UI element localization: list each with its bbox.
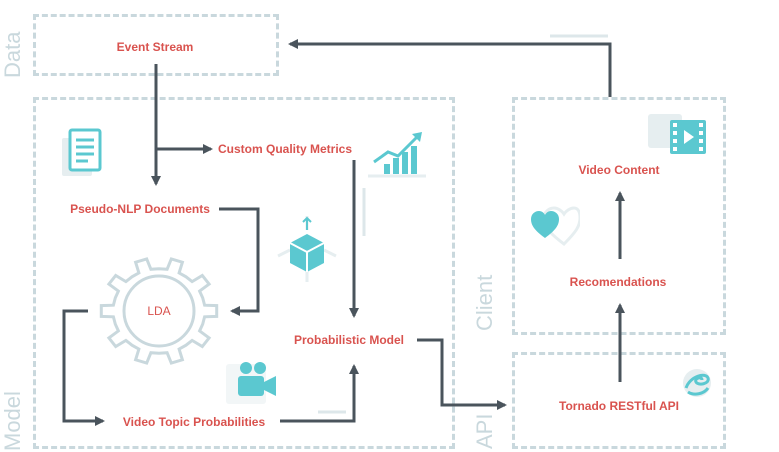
video-content-node: Video Content (578, 163, 660, 177)
film-icon (648, 114, 706, 154)
heart-icon (531, 206, 580, 246)
growth-chart-icon (368, 132, 426, 178)
gear-icon (99, 257, 219, 365)
custom-quality-metrics-node: Custom Quality Metrics (217, 142, 353, 156)
video-camera-icon (226, 362, 276, 404)
video-topic-probabilities-node: Video Topic Probabilities (122, 415, 266, 429)
arrow-model-to-api (417, 338, 507, 410)
probabilistic-model-node: Probabilistic Model (293, 333, 405, 347)
model-section-box (33, 97, 455, 449)
arrow-topics-to-model (280, 364, 359, 423)
cube-icon (277, 216, 337, 282)
tornado-icon (683, 369, 711, 397)
documents-icon (62, 128, 102, 176)
event-stream-node: Event Stream (116, 40, 194, 54)
lda-label: LDA (147, 304, 171, 318)
arrow-lda-to-topics (62, 309, 105, 426)
recommendations-node: Recomendations (569, 275, 667, 289)
arrow-content-to-event (288, 39, 612, 97)
tornado-restful-api-node: Tornado RESTful API (559, 399, 679, 413)
arrow-documents-to-lda (219, 207, 260, 316)
pseudo-nlp-documents-node: Pseudo-NLP Documents (70, 202, 210, 216)
